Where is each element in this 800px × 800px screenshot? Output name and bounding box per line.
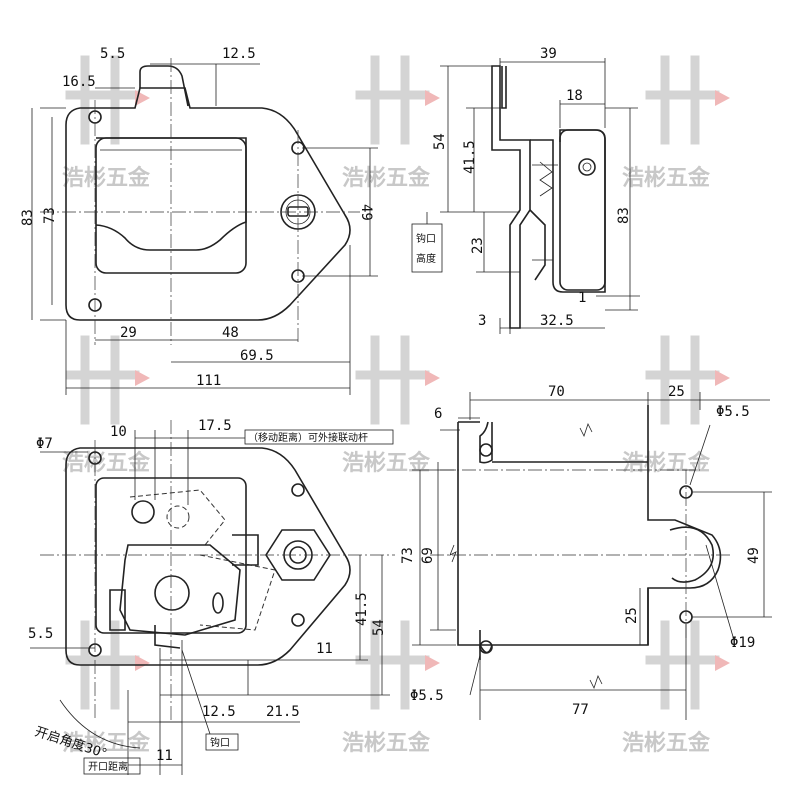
dim-label: 69: [420, 547, 436, 564]
dim-label: 70: [548, 384, 565, 400]
watermark-logo: [645, 55, 730, 145]
dim-label: 21.5: [266, 704, 300, 720]
hook-label: 钩口: [210, 737, 230, 749]
cutout-mount-hole: [479, 640, 493, 654]
watermark-logo: [65, 55, 150, 145]
hook-label-box: [205, 733, 239, 751]
dim-label: 32.5: [540, 313, 574, 329]
dim-label: 77: [572, 702, 589, 718]
rear-lock-hex: [265, 529, 331, 581]
watermark-text: 浩彬五金: [622, 165, 711, 191]
dim-label: 25: [668, 384, 685, 400]
diameter-label: Φ19: [730, 635, 755, 651]
watermark-logo: [645, 335, 730, 425]
dim-label: 49: [358, 204, 374, 221]
dim-label: 54: [371, 619, 387, 636]
diameter-label: Φ5.5: [716, 404, 750, 420]
dim-label: 41.5: [462, 140, 478, 174]
side-view: 钩口 高度 39 18 54 41.5 23 83 1 3 32.5: [411, 46, 640, 334]
side-flange: [491, 65, 531, 329]
hook-height-label: 钩口: [416, 233, 436, 245]
watermark-text: 浩彬五金: [622, 450, 711, 476]
linkage-note: （移动距离）可外接联动杆: [248, 431, 368, 444]
watermark-layer: 浩彬五金 浩彬五金 浩彬五金 浩彬五金 浩彬五金 浩彬五金: [62, 55, 730, 756]
dim-label: 83: [20, 209, 36, 226]
dim-label: 49: [746, 547, 762, 564]
watermark-text: 浩彬五金: [342, 165, 431, 191]
dim-label: 11: [316, 641, 333, 657]
dim-label: 23: [470, 237, 486, 254]
lock-face: [578, 158, 596, 176]
dim-label: 5.5: [100, 46, 125, 62]
dim-label: 39: [540, 46, 557, 62]
dim-label: 17.5: [198, 418, 232, 434]
front-plate-outline: [65, 87, 351, 321]
watermark-text: 浩彬五金: [342, 450, 431, 476]
watermark-text: 浩彬五金: [342, 730, 431, 756]
diameter-label: Φ7: [36, 436, 53, 452]
watermark-text: 浩彬五金: [62, 165, 151, 191]
watermark-logo: [355, 55, 440, 145]
dim-label: 5.5: [28, 626, 53, 642]
dim-label: 25: [624, 607, 640, 624]
dim-label: 11: [156, 748, 173, 764]
watermark-logo: [645, 620, 730, 710]
linkage-hole: [131, 500, 155, 524]
dim-label: 29: [120, 325, 137, 341]
open-distance-label-box: [83, 757, 141, 775]
dim-label: 6: [434, 406, 442, 422]
dim-label: 73: [42, 207, 58, 224]
dim-label: 54: [432, 133, 448, 150]
mount-hole: [291, 613, 305, 627]
dim-label: 83: [616, 207, 632, 224]
dim-label: 69.5: [240, 348, 274, 364]
watermark-logo: [355, 620, 440, 710]
watermark-text: 浩彬五金: [62, 450, 151, 476]
dim-label: 41.5: [354, 592, 370, 626]
dim-label: 111: [196, 373, 221, 389]
dim-label: 3: [478, 313, 486, 329]
dim-label: 73: [400, 547, 416, 564]
watermark-text: 浩彬五金: [62, 730, 151, 756]
dim-label: 12.5: [222, 46, 256, 62]
front-view: 5.5 12.5 16.5 83 73 49 29 48 69.5 111: [20, 46, 378, 395]
diameter-label: Φ5.5: [410, 688, 444, 704]
dim-label: 1: [578, 290, 586, 306]
mount-hole: [291, 483, 305, 497]
dim-label: 16.5: [62, 74, 96, 90]
cutout-mount-hole: [479, 443, 493, 457]
hook-height-label: 高度: [416, 252, 436, 265]
side-housing: [530, 129, 606, 293]
watermark-logo: [355, 335, 440, 425]
dim-label: 48: [222, 325, 239, 341]
cutout-template: 6 70 25 73 69 49 25 77 Φ5.5 Φ5.5 Φ19: [400, 384, 772, 720]
watermark-text: 浩彬五金: [622, 730, 711, 756]
dim-label: 10: [110, 424, 127, 440]
dim-label: 12.5: [202, 704, 236, 720]
cam-mechanism: [119, 544, 241, 636]
dim-label: 18: [566, 88, 583, 104]
open-distance-label: 开口距离: [88, 760, 128, 773]
cutout-outline: [457, 405, 722, 646]
watermark-logo: [65, 335, 150, 425]
